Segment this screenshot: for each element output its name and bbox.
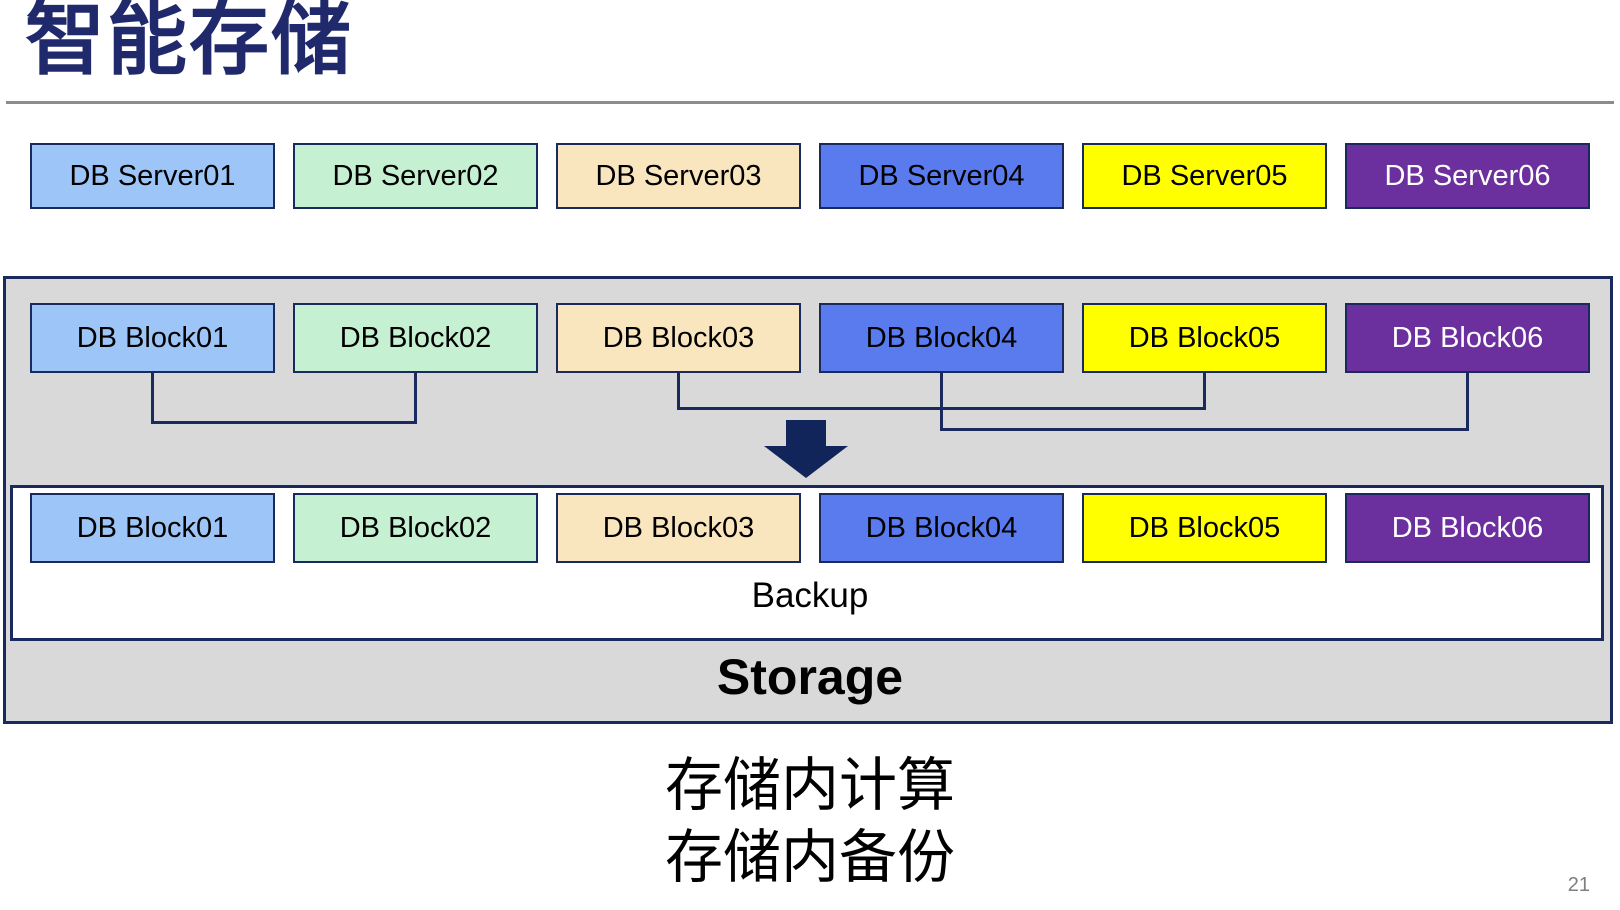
db-block-top-05-box: DB Block05 bbox=[1082, 303, 1327, 373]
db-server-04-label: DB Server04 bbox=[858, 159, 1025, 192]
caption-line-2: 存储内备份 bbox=[664, 825, 955, 890]
page-number: 21 bbox=[1567, 874, 1590, 896]
db-server-02-label: DB Server02 bbox=[332, 159, 499, 192]
db-block-bottom-03-box: DB Block03 bbox=[556, 493, 801, 563]
db-block-top-02-box: DB Block02 bbox=[293, 303, 538, 373]
db-server-06-box: DB Server06 bbox=[1345, 143, 1590, 209]
connector-block01-block02-bar bbox=[151, 421, 417, 424]
db-block-bottom-06-label: DB Block06 bbox=[1391, 511, 1544, 544]
db-block-top-05-label: DB Block05 bbox=[1128, 321, 1281, 354]
db-block-bottom-01-label: DB Block01 bbox=[76, 511, 229, 544]
storage-label: Storage bbox=[716, 649, 904, 705]
db-server-05-box: DB Server05 bbox=[1082, 143, 1327, 209]
db-block-bottom-02-label: DB Block02 bbox=[339, 511, 492, 544]
db-server-03-label: DB Server03 bbox=[595, 159, 762, 192]
db-server-05-label: DB Server05 bbox=[1121, 159, 1288, 192]
connector-block01-block02-right bbox=[414, 373, 417, 424]
db-block-bottom-04-label: DB Block04 bbox=[865, 511, 1018, 544]
title-underline bbox=[6, 101, 1614, 104]
connector-block04-block06-right bbox=[1466, 373, 1469, 431]
db-block-top-01-box: DB Block01 bbox=[30, 303, 275, 373]
db-block-bottom-03-label: DB Block03 bbox=[602, 511, 755, 544]
db-block-top-04-label: DB Block04 bbox=[865, 321, 1018, 354]
db-server-06-label: DB Server06 bbox=[1384, 159, 1551, 192]
db-block-top-02-label: DB Block02 bbox=[339, 321, 492, 354]
db-block-bottom-06-box: DB Block06 bbox=[1345, 493, 1590, 563]
db-block-bottom-02-box: DB Block02 bbox=[293, 493, 538, 563]
db-block-top-03-box: DB Block03 bbox=[556, 303, 801, 373]
connector-block01-block02-left bbox=[151, 373, 154, 424]
db-block-top-03-label: DB Block03 bbox=[602, 321, 755, 354]
connector-block03-block05-left bbox=[677, 373, 680, 410]
connector-block03-block05-right bbox=[1203, 373, 1206, 410]
connector-block04-block06-left bbox=[940, 373, 943, 431]
slide-title: 智能存储 bbox=[25, 0, 353, 84]
db-server-03-box: DB Server03 bbox=[556, 143, 801, 209]
db-block-bottom-05-box: DB Block05 bbox=[1082, 493, 1327, 563]
db-server-04-box: DB Server04 bbox=[819, 143, 1064, 209]
caption-line-1: 存储内计算 bbox=[664, 753, 955, 818]
db-server-01-label: DB Server01 bbox=[69, 159, 236, 192]
backup-label: Backup bbox=[751, 576, 869, 615]
db-block-top-06-label: DB Block06 bbox=[1391, 321, 1544, 354]
db-block-top-04-box: DB Block04 bbox=[819, 303, 1064, 373]
db-server-02-box: DB Server02 bbox=[293, 143, 538, 209]
db-block-bottom-05-label: DB Block05 bbox=[1128, 511, 1281, 544]
down-arrow-icon bbox=[764, 420, 848, 478]
db-server-01-box: DB Server01 bbox=[30, 143, 275, 209]
connector-block04-block06-bar bbox=[940, 428, 1469, 431]
db-block-bottom-01-box: DB Block01 bbox=[30, 493, 275, 563]
db-block-bottom-04-box: DB Block04 bbox=[819, 493, 1064, 563]
db-block-top-01-label: DB Block01 bbox=[76, 321, 229, 354]
db-block-top-06-box: DB Block06 bbox=[1345, 303, 1590, 373]
backup-container-box bbox=[10, 485, 1604, 641]
caption: 存储内计算 存储内备份 bbox=[0, 750, 1620, 894]
